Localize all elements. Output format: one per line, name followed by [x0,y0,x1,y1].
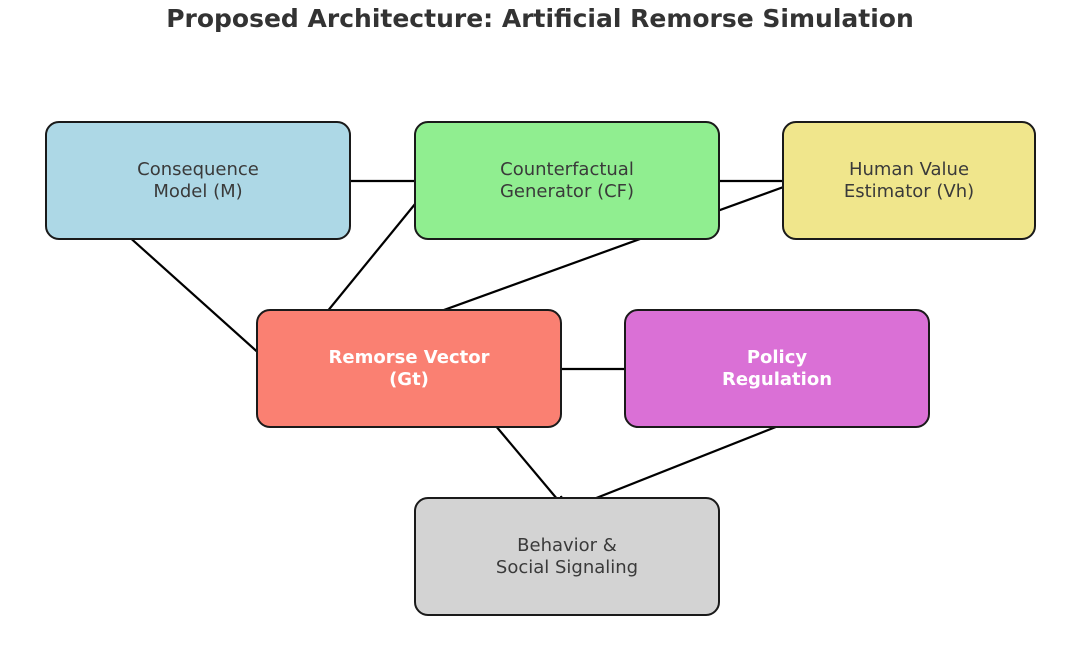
node-label: Policy Regulation [721,346,833,390]
node-remorse-vector: Remorse Vector (Gt) [256,309,562,428]
edge-gt-to-bs [489,418,563,506]
node-label: Human Value Estimator (Vh) [843,158,975,202]
node-label: Remorse Vector (Gt) [328,346,490,390]
node-human-value-estimator: Human Value Estimator (Vh) [782,121,1036,240]
node-label: Behavior & Social Signaling [495,534,639,578]
node-policy-regulation: Policy Regulation [624,309,930,428]
node-label: Counterfactual Generator (CF) [499,158,635,202]
node-label: Consequence Model (M) [137,158,259,202]
diagram-title: Proposed Architecture: Artificial Remors… [166,4,914,33]
node-behavior-social-signaling: Behavior & Social Signaling [414,497,720,616]
node-consequence-model: Consequence Model (M) [45,121,351,240]
edge-pr-to-bs [571,415,802,508]
node-counterfactual-generator: Counterfactual Generator (CF) [414,121,720,240]
